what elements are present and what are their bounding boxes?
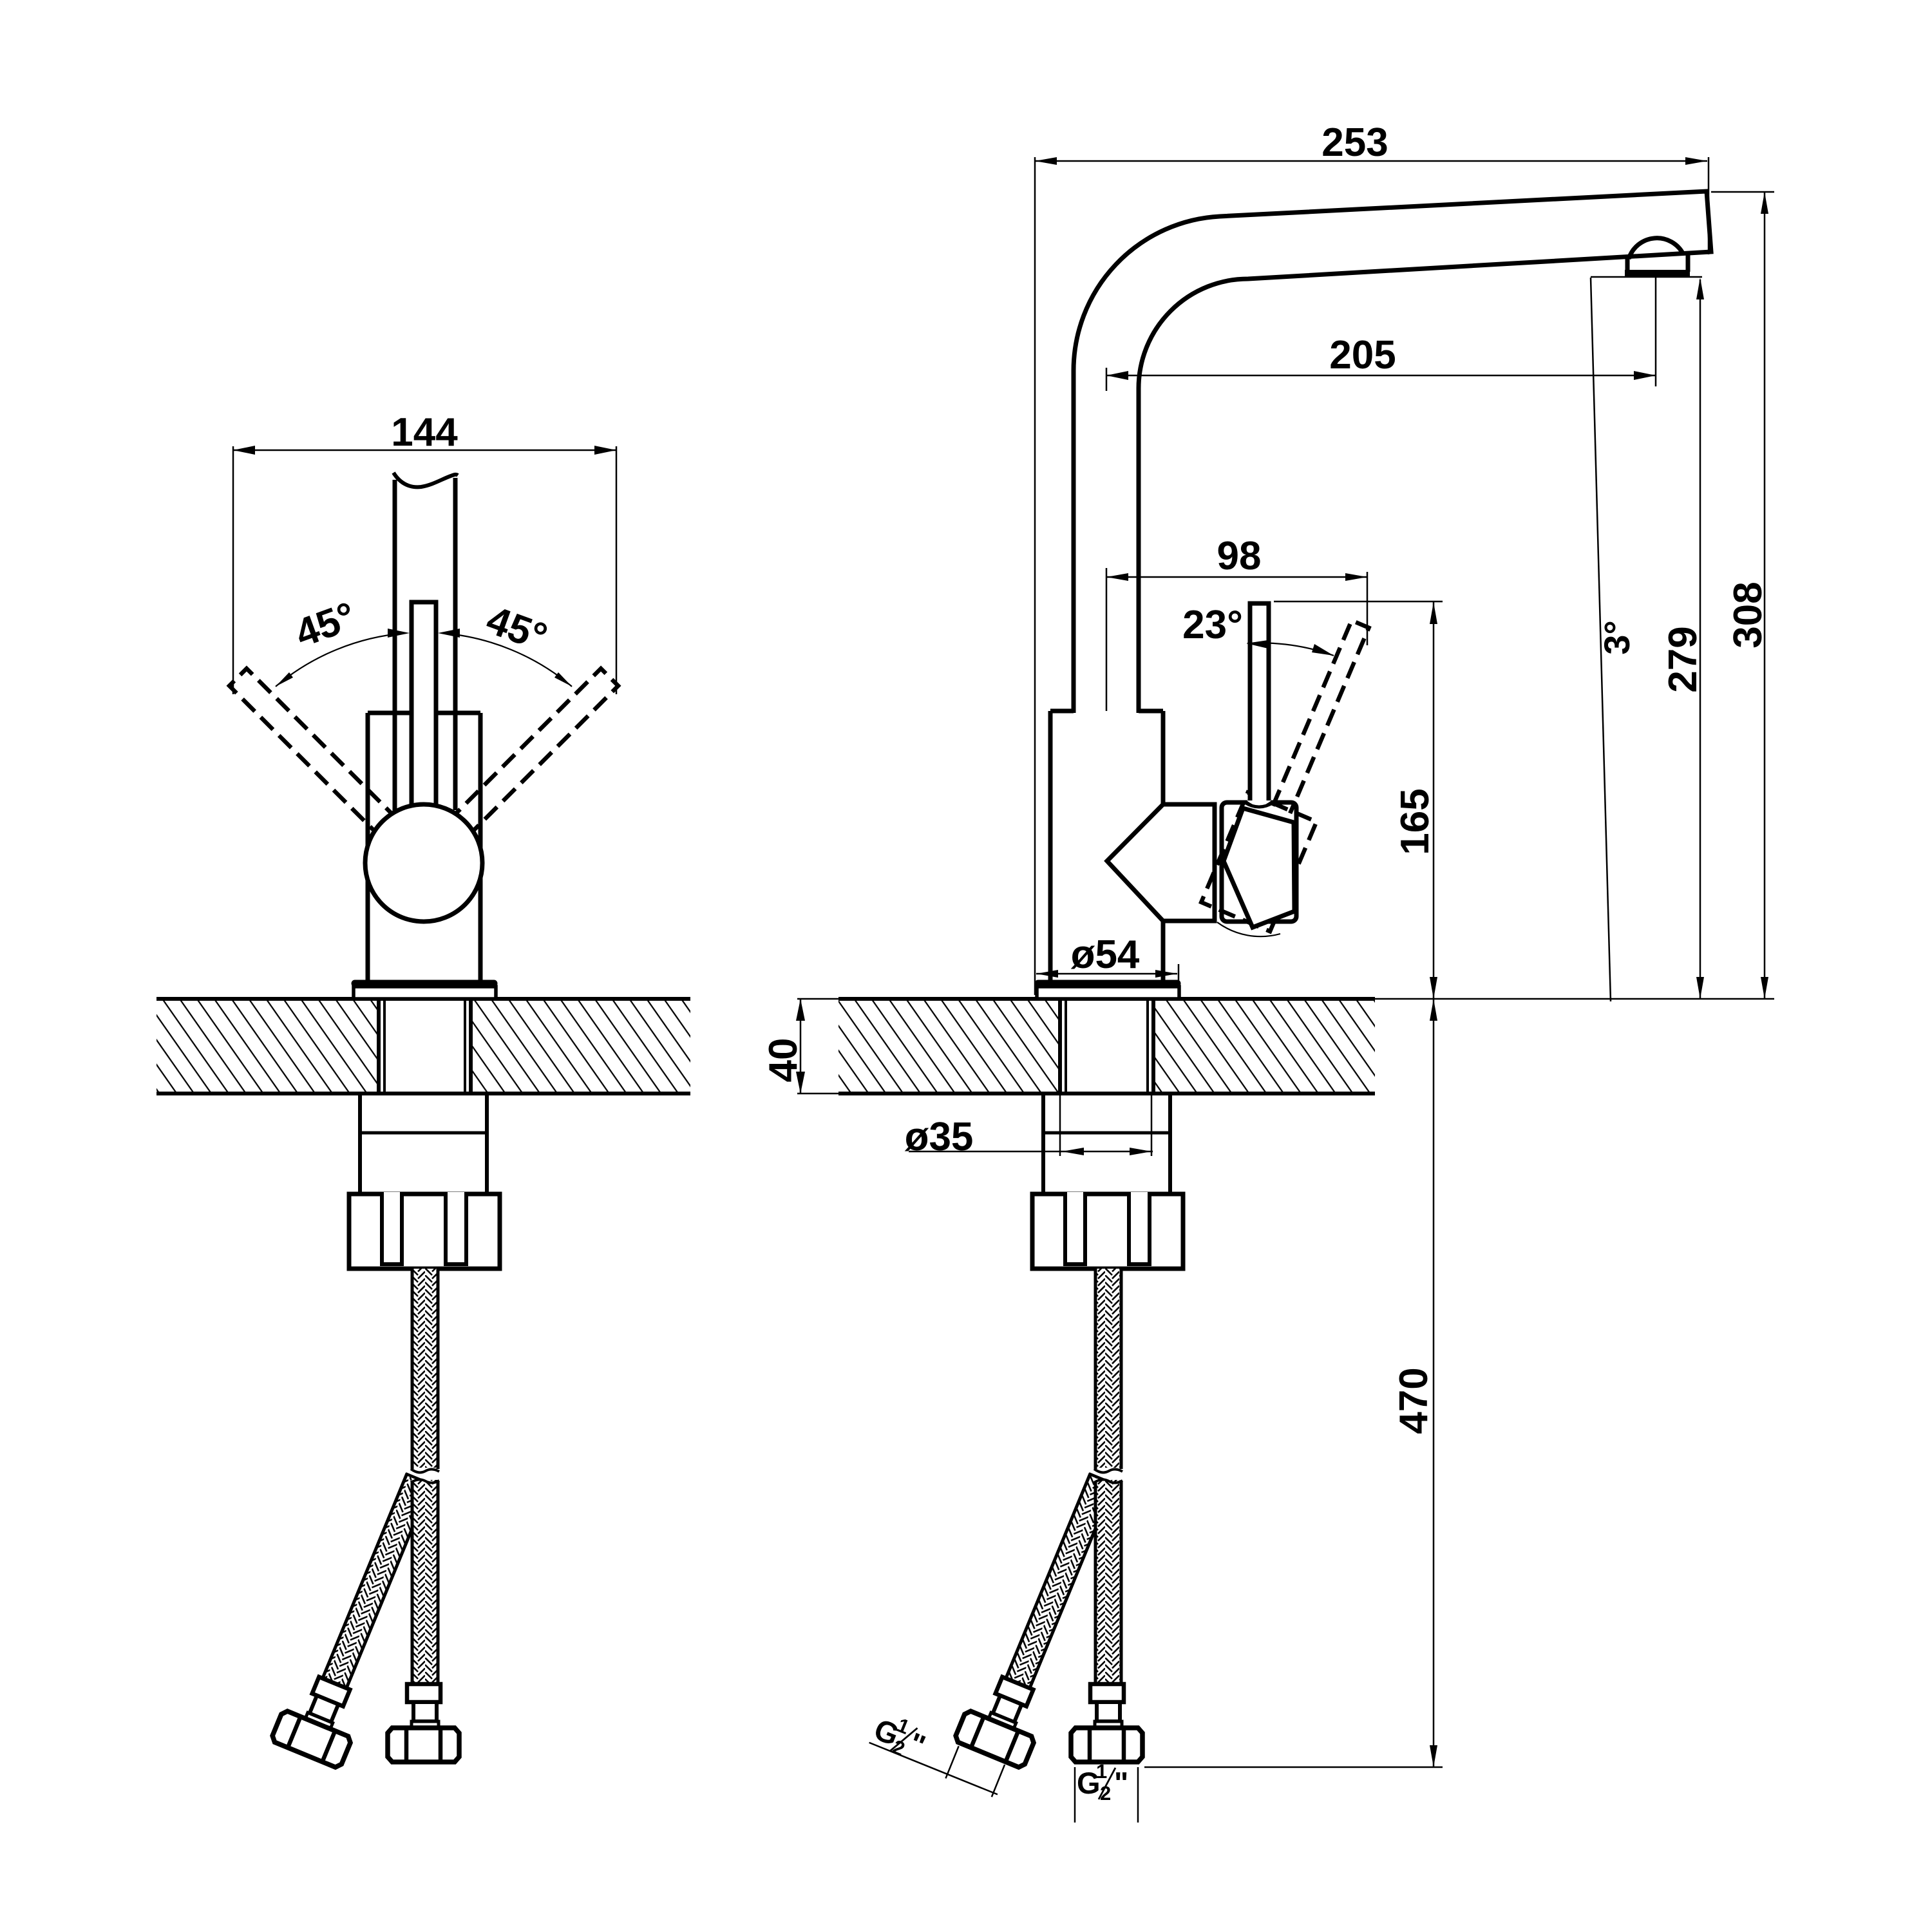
svg-text:470: 470 (1392, 1367, 1436, 1434)
svg-text:23°: 23° (1182, 603, 1243, 647)
svg-text:3°: 3° (1596, 620, 1637, 655)
svg-text:98: 98 (1217, 534, 1262, 578)
svg-text:165: 165 (1393, 788, 1437, 855)
svg-text:308: 308 (1726, 582, 1770, 648)
svg-text:279: 279 (1661, 626, 1705, 692)
svg-text:G: G (1077, 1766, 1101, 1800)
svg-text:40: 40 (761, 1038, 806, 1083)
svg-text:205: 205 (1329, 333, 1396, 377)
svg-text:": " (1114, 1766, 1128, 1800)
svg-text:253: 253 (1321, 120, 1388, 165)
svg-text:1: 1 (1096, 1760, 1107, 1783)
svg-text:2: 2 (1100, 1782, 1111, 1804)
svg-text:ø35: ø35 (905, 1115, 974, 1159)
svg-text:144: 144 (391, 410, 458, 455)
svg-text:ø54: ø54 (1071, 933, 1140, 977)
